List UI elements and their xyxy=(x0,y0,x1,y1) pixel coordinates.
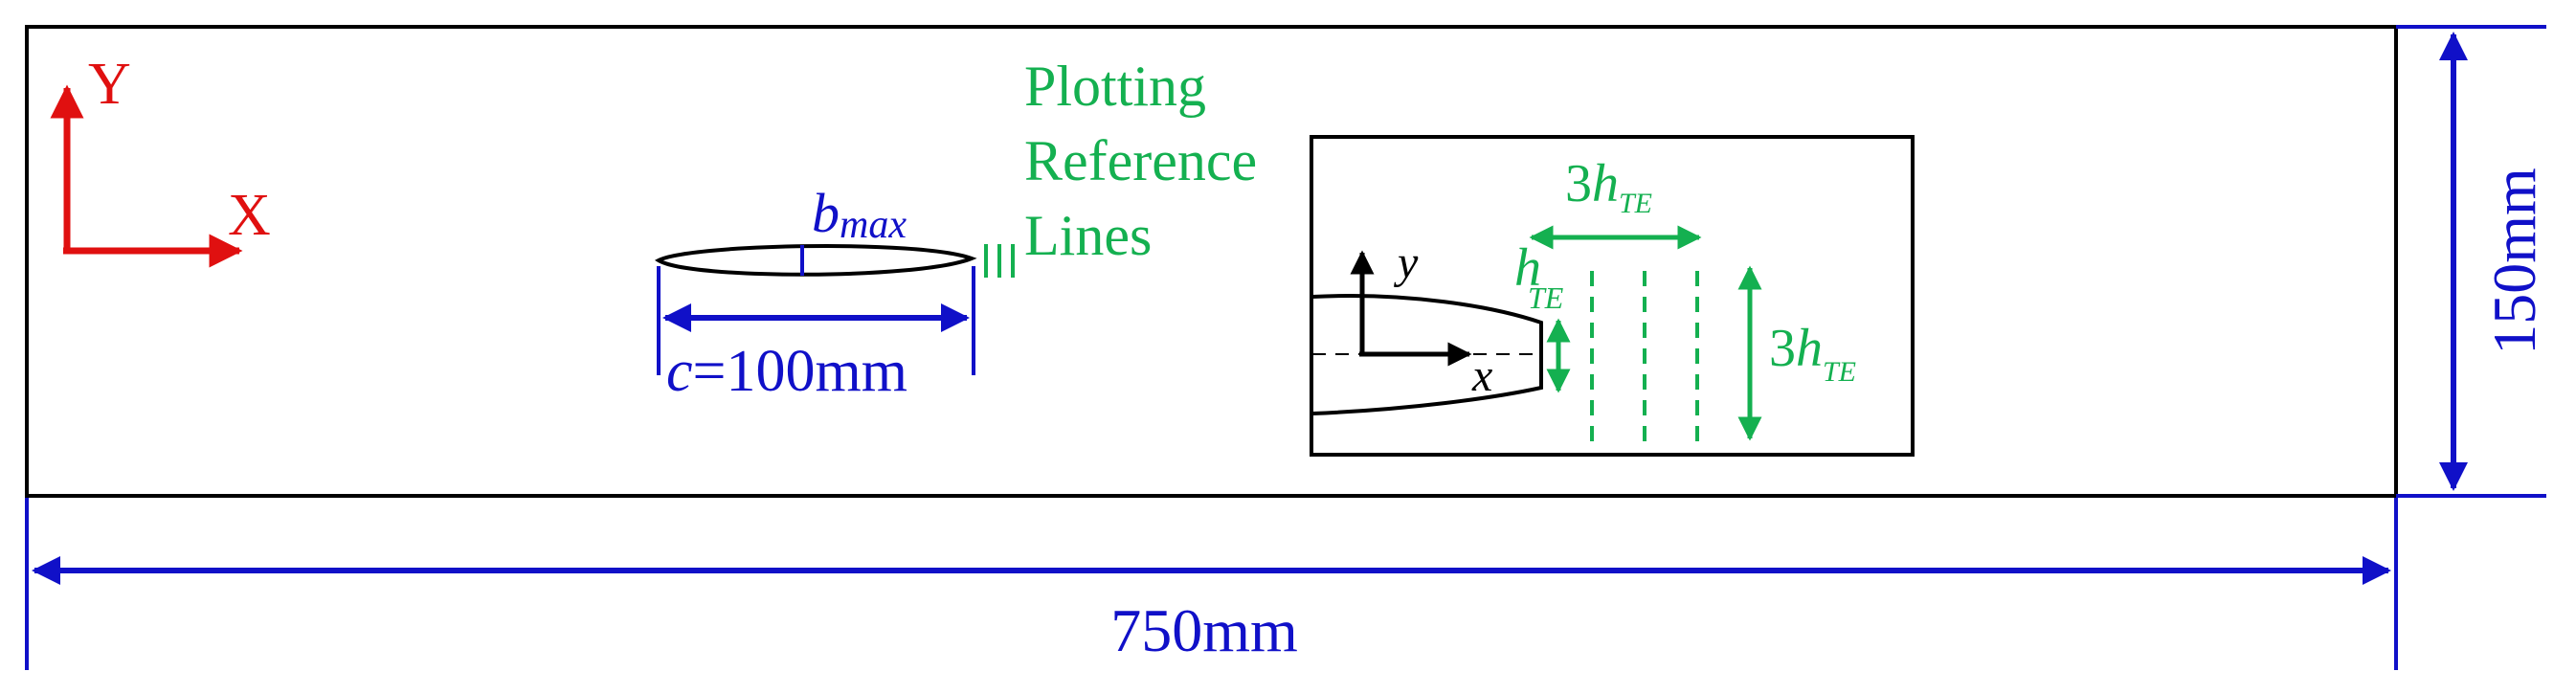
x-axis-label: X xyxy=(228,183,271,248)
domain-boundary xyxy=(25,25,2398,498)
chord-label: c=100mm xyxy=(666,339,907,404)
reference-lines-mini xyxy=(984,244,1015,278)
height-label: 3hTE xyxy=(1769,319,1856,388)
max-thickness-sub: max xyxy=(840,203,907,247)
height-dimension-label: 150mm xyxy=(2480,168,2548,355)
max-thickness-base: b xyxy=(812,182,840,244)
chord-label-value: =100mm xyxy=(693,339,907,404)
chord-label-var: c xyxy=(666,339,693,404)
width-dimension: 750mm xyxy=(25,498,2398,670)
airfoil-shape xyxy=(654,244,977,277)
inset-frame xyxy=(1310,135,1915,457)
te-thickness-sub: TE xyxy=(1528,280,1564,315)
height-dimension: 150mm xyxy=(2396,25,2548,498)
plotting-lines-label-line2: Reference xyxy=(1024,129,1257,192)
inset-x-label: x xyxy=(1471,350,1492,401)
trailing-edge-shape xyxy=(1311,294,1543,415)
airfoil-group: bmax c=100mm xyxy=(654,182,1015,404)
trailing-edge-inset: y x hTE 3hTE 3hTE xyxy=(1310,135,1915,457)
height-sub: TE xyxy=(1823,356,1856,388)
spacing-label: 3hTE xyxy=(1565,154,1652,219)
height-var: h xyxy=(1796,319,1823,378)
width-dimension-label: 750mm xyxy=(1110,596,1298,664)
plotting-lines-label: Plotting Reference Lines xyxy=(1024,55,1257,267)
spacing-var: h xyxy=(1592,154,1619,213)
y-axis-label: Y xyxy=(88,52,131,117)
axes-indicator: Y X xyxy=(50,52,271,268)
height-prefix: 3 xyxy=(1769,319,1796,378)
spacing-prefix: 3 xyxy=(1565,154,1592,213)
spacing-sub: TE xyxy=(1619,188,1652,219)
plotting-lines-label-line1: Plotting xyxy=(1024,55,1206,118)
te-thickness-label: hTE xyxy=(1514,238,1564,315)
reference-lines xyxy=(1590,271,1699,442)
plotting-lines-label-line3: Lines xyxy=(1024,204,1152,267)
max-thickness-label: bmax xyxy=(812,182,907,247)
inset-y-label: y xyxy=(1393,237,1419,288)
